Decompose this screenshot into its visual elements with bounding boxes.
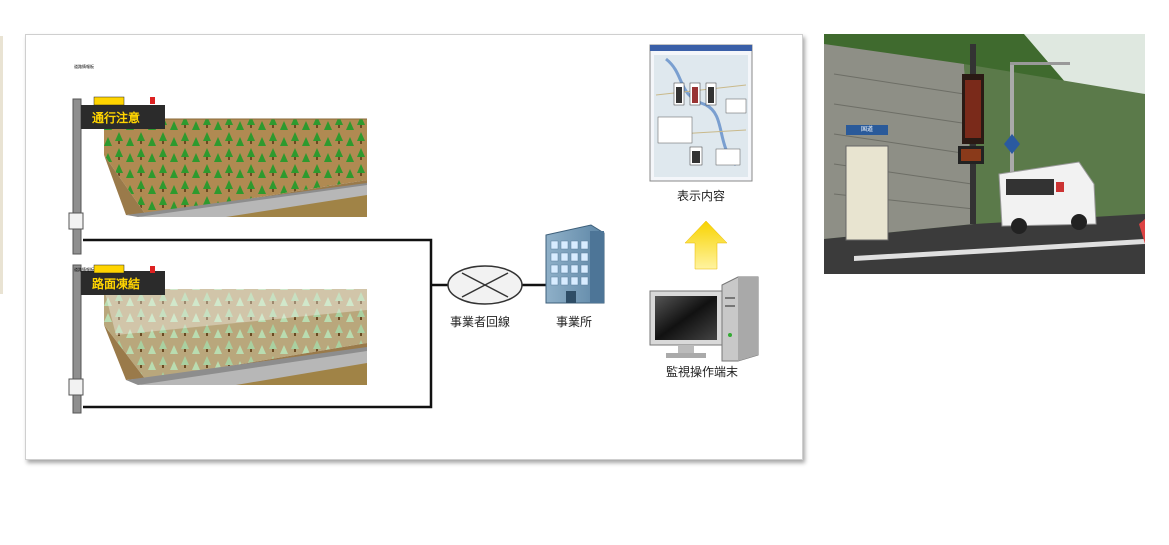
upward-arrow-icon	[684, 220, 728, 270]
upper-sign-caption: 道路情報板	[74, 64, 94, 69]
office-building-icon	[545, 224, 605, 304]
lower-sign-pole	[68, 264, 165, 414]
connection-lines	[83, 238, 546, 409]
photo-road-sign-text: 国道	[846, 125, 888, 135]
office-label: 事業所	[556, 315, 593, 329]
display-content-label: 表示内容	[677, 189, 726, 203]
lower-sign-caption: 道路情報板	[74, 267, 94, 272]
display-content-screenshot	[649, 44, 753, 182]
terminal-label: 監視操作端末	[666, 365, 739, 379]
upper-sign-message: 通行注意	[92, 111, 141, 125]
upper-slope-scene	[104, 118, 367, 217]
upper-sign-pole	[68, 96, 165, 255]
left-edge-strip	[0, 36, 3, 294]
diagram-drawing	[68, 44, 759, 414]
network-symbol	[447, 265, 523, 305]
lower-sign-message: 路面凍結	[92, 277, 141, 291]
lower-slope-scene	[104, 289, 367, 385]
network-label: 事業者回線	[450, 315, 511, 329]
monitoring-terminal-icon	[649, 276, 759, 362]
system-diagram-panel: 道路情報板 通行注意 道路情報板 路面凍結 事業者回線 事業所 表示内容 監視操…	[25, 34, 803, 460]
roadside-sign-photo	[824, 34, 1145, 274]
